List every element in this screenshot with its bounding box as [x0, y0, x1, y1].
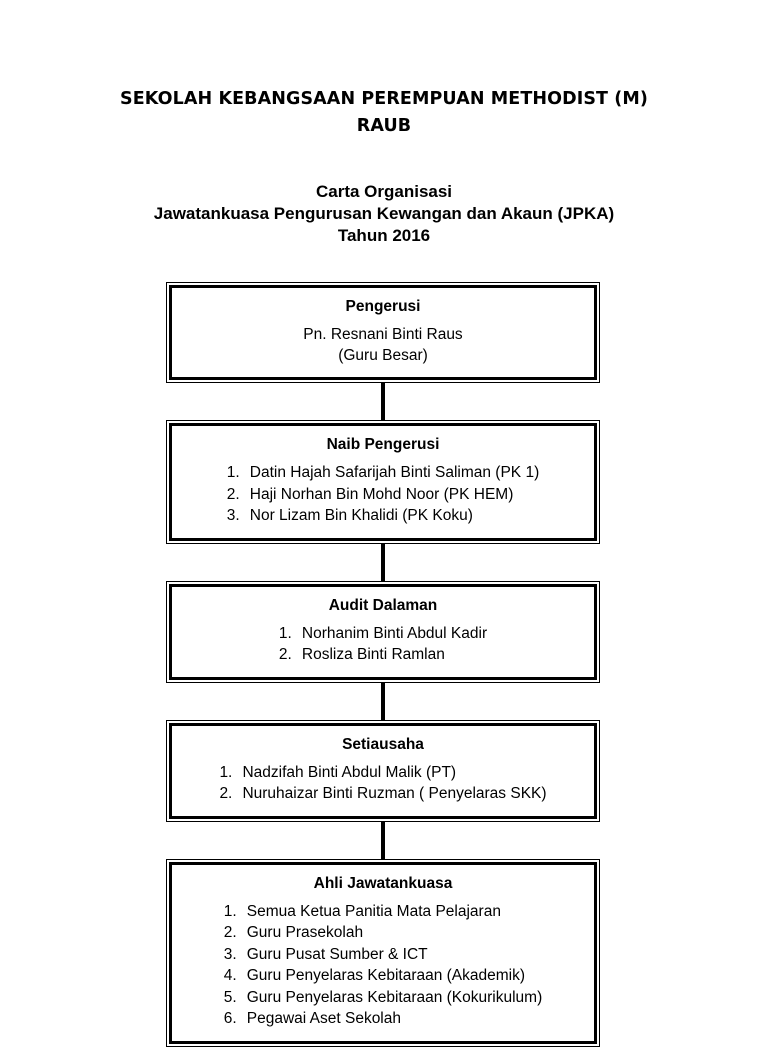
list-item-number: 6.	[223, 1010, 237, 1027]
org-node-inner: Pengerusi Pn. Resnani Binti Raus (Guru B…	[169, 285, 597, 380]
list-item-number: 1.	[226, 464, 240, 481]
list-item-label: Nor Lizam Bin Khalidi (PK Koku)	[249, 507, 473, 524]
list-item-number: 2.	[223, 924, 237, 941]
org-node-heading: Setiausaha	[342, 735, 424, 753]
list-item: 1. Norhanim Binti Abdul Kadir	[279, 623, 487, 645]
list-item-label: Guru Penyelaras Kebitaraan (Kokurikulum)	[246, 988, 543, 1006]
list-item: 2. Guru Prasekolah	[224, 922, 543, 944]
list-item-label: Rosliza Binti Ramlan	[301, 646, 445, 663]
org-node-inner: Audit Dalaman 1. Norhanim Binti Abdul Kad…	[169, 583, 597, 680]
org-node-heading: Pengerusi	[345, 298, 421, 315]
org-node-inner: Naib Pengerusi 1. Datin Hajah Safarijah B…	[169, 423, 597, 541]
list-item-number: 3.	[223, 945, 237, 963]
list-item-label: Pegawai Aset Sekolah	[246, 1010, 401, 1027]
org-node-list-wrap: 1. Norhanim Binti Abdul Kadir 2. Rosliza B…	[172, 623, 594, 666]
page-title-line-1: SEKOLAH KEBANGSAAN PEREMPUAN METHODIST (…	[120, 89, 648, 109]
list-item-number: 2.	[278, 646, 292, 663]
list-item: 2. Nuruhaizar Binti Ruzman ( Penyelaras S…	[219, 783, 546, 805]
list-item: 5. Guru Penyelaras Kebitaraan (Kokurikulu…	[224, 987, 543, 1009]
org-chart: Pengerusi Pn. Resnani Binti Raus (Guru B…	[166, 282, 600, 1047]
list-item-number: 1.	[223, 902, 237, 920]
list-item-number: 5.	[223, 988, 237, 1006]
chart-subtitle: Carta Organisasi Jawatankuasa Pengurusan…	[0, 181, 768, 247]
org-connector	[166, 543, 600, 581]
list-item-label: Semua Ketua Panitia Mata Pelajaran	[246, 902, 501, 920]
list-item: 4. Guru Penyelaras Kebitaraan (Akademik)	[224, 965, 543, 987]
org-node-list: 1. Nadzifah Binti Abdul Malik (PT) 2. Nuru…	[219, 762, 546, 805]
list-item-number: 3.	[226, 507, 240, 524]
list-item-number: 1.	[278, 624, 292, 642]
list-item-label: Nadzifah Binti Abdul Malik (PT)	[242, 763, 457, 781]
org-node-list: 1. Semua Ketua Panitia Mata Pelajaran 2. G…	[224, 901, 543, 1030]
list-item: 3. Nor Lizam Bin Khalidi (PK Koku)	[227, 505, 539, 527]
list-item-label: Nuruhaizar Binti Ruzman ( Penyelaras SKK…	[242, 785, 547, 802]
org-node-body: Pn. Resnani Binti Raus (Guru Besar)	[172, 324, 594, 366]
org-node-audit-dalaman: Audit Dalaman 1. Norhanim Binti Abdul Kad…	[166, 580, 600, 683]
org-node-naib-pengerusi: Naib Pengerusi 1. Datin Hajah Safarijah B…	[166, 420, 600, 544]
org-node-list-wrap: 1. Datin Hajah Safarijah Binti Saliman (P…	[172, 462, 594, 527]
org-node-list-wrap: 1. Nadzifah Binti Abdul Malik (PT) 2. Nuru…	[172, 762, 594, 805]
list-item-number: 2.	[219, 785, 233, 802]
org-node-list-wrap: 1. Semua Ketua Panitia Mata Pelajaran 2. G…	[172, 901, 594, 1030]
list-item-number: 4.	[223, 967, 237, 984]
list-item-number: 1.	[219, 763, 233, 781]
list-item-label: Haji Norhan Bin Mohd Noor (PK HEM)	[249, 485, 514, 503]
list-item-label: Guru Penyelaras Kebitaraan (Akademik)	[246, 967, 526, 984]
list-item: 1. Semua Ketua Panitia Mata Pelajaran	[224, 901, 543, 923]
list-item-label: Datin Hajah Safarijah Binti Saliman (PK …	[249, 464, 540, 481]
list-item: 2. Haji Norhan Bin Mohd Noor (PK HEM)	[227, 484, 539, 506]
org-node-body-line: Pn. Resnani Binti Raus	[303, 326, 463, 343]
chart-subtitle-line-2: Jawatankuasa Pengurusan Kewangan dan Aka…	[153, 204, 615, 223]
list-item: 3. Guru Pusat Sumber & ICT	[224, 944, 543, 966]
org-node-list: 1. Datin Hajah Safarijah Binti Saliman (P…	[227, 462, 539, 527]
org-connector	[166, 383, 600, 420]
org-node-heading: Ahli Jawatankuasa	[313, 874, 453, 892]
org-node-inner: Setiausaha 1. Nadzifah Binti Abdul Malik …	[169, 722, 597, 819]
org-node-list: 1. Norhanim Binti Abdul Kadir 2. Rosliza B…	[279, 623, 487, 666]
page-title-line-2: RAUB	[356, 116, 412, 136]
org-connector	[166, 821, 600, 859]
page-title: SEKOLAH KEBANGSAAN PEREMPUAN METHODIST (…	[0, 86, 768, 140]
chart-subtitle-line-3: Tahun 2016	[337, 226, 431, 245]
list-item-label: Norhanim Binti Abdul Kadir	[301, 624, 488, 642]
org-node-heading: Audit Dalaman	[328, 596, 438, 614]
org-node-pengerusi: Pengerusi Pn. Resnani Binti Raus (Guru B…	[166, 282, 600, 383]
list-item: 1. Nadzifah Binti Abdul Malik (PT)	[219, 762, 546, 784]
org-connector	[166, 682, 600, 720]
org-node-body-line: (Guru Besar)	[338, 347, 428, 364]
list-item-label: Guru Prasekolah	[246, 924, 364, 941]
org-node-ahli-jawatankuasa: Ahli Jawatankuasa 1. Semua Ketua Panitia …	[166, 858, 600, 1047]
list-item: 2. Rosliza Binti Ramlan	[279, 644, 487, 666]
list-item-number: 2.	[226, 485, 240, 503]
org-node-setiausaha: Setiausaha 1. Nadzifah Binti Abdul Malik …	[166, 719, 600, 822]
list-item-label: Guru Pusat Sumber & ICT	[246, 945, 428, 963]
list-item: 1. Datin Hajah Safarijah Binti Saliman (P…	[227, 462, 539, 484]
list-item: 6. Pegawai Aset Sekolah	[224, 1008, 543, 1030]
chart-subtitle-line-1: Carta Organisasi	[315, 182, 453, 201]
org-node-inner: Ahli Jawatankuasa 1. Semua Ketua Panitia …	[169, 861, 597, 1044]
org-node-heading: Naib Pengerusi	[326, 436, 440, 453]
